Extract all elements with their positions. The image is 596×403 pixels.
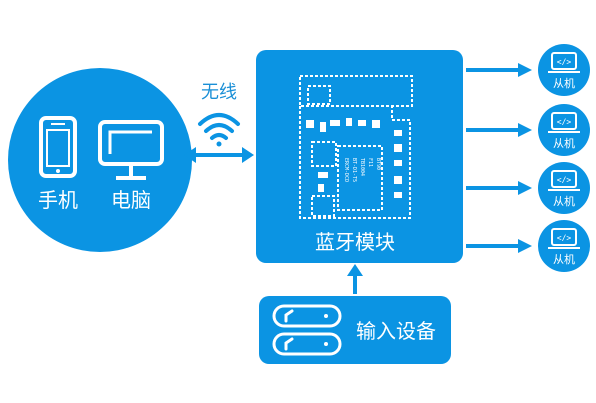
slave-arrow-head bbox=[518, 181, 532, 195]
slave-node: </> 从机 bbox=[466, 162, 590, 214]
chip-text-5: BT90 bbox=[375, 158, 381, 170]
code-laptop-icon: </> bbox=[548, 52, 580, 73]
slave-arrow-head bbox=[518, 63, 532, 77]
input-arrow-head bbox=[347, 264, 363, 276]
chip-text-1: ERCM-DCD bbox=[343, 158, 349, 182]
bidirectional-arrow bbox=[184, 147, 254, 163]
code-laptop-icon: </> bbox=[548, 170, 580, 191]
slave-label: 从机 bbox=[553, 194, 575, 208]
svg-text:</>: </> bbox=[557, 176, 572, 185]
slave-arrow-head bbox=[518, 123, 532, 137]
slave-node: </> 从机 bbox=[466, 44, 590, 96]
wifi-icon bbox=[198, 113, 240, 147]
phone-label: 手机 bbox=[38, 188, 78, 212]
pcb-components bbox=[306, 118, 402, 198]
input-device: 输入设备 bbox=[259, 264, 451, 364]
computer-label: 电脑 bbox=[111, 188, 151, 212]
slave-label: 从机 bbox=[553, 252, 575, 266]
code-laptop-icon: </> bbox=[548, 228, 580, 249]
phone-icon bbox=[39, 116, 77, 178]
slave-node: </> 从机 bbox=[466, 104, 590, 156]
svg-text:</>: </> bbox=[557, 234, 572, 243]
slave-label: 从机 bbox=[553, 136, 575, 150]
input-box bbox=[259, 296, 451, 364]
pcb-board-icon bbox=[299, 75, 413, 219]
chip-text-3: TB1004 bbox=[359, 158, 365, 176]
module-label: 蓝牙模块 bbox=[315, 230, 395, 254]
bluetooth-module: ERCM-DCD BT-D1-T5 TB1004 F11 BT90 蓝牙模块 bbox=[256, 50, 463, 263]
slave-group: </> 从机 </> 从机 </> 从机 </> 从机 bbox=[466, 44, 590, 272]
wireless-label: 无线 bbox=[201, 82, 237, 103]
slave-label: 从机 bbox=[553, 76, 575, 90]
wireless-link: 无线 bbox=[184, 82, 254, 163]
computer-monitor-icon bbox=[98, 120, 164, 180]
slave-arrow-head bbox=[518, 239, 532, 253]
input-label: 输入设备 bbox=[356, 319, 436, 343]
code-laptop-icon: </> bbox=[548, 112, 580, 133]
chip-text-4: F11 bbox=[367, 158, 373, 167]
device-group: 手机 电脑 bbox=[8, 68, 192, 252]
slave-node: </> 从机 bbox=[466, 220, 590, 272]
svg-text:</>: </> bbox=[557, 58, 572, 67]
chip-markings: ERCM-DCD BT-D1-T5 TB1004 F11 BT90 bbox=[343, 158, 381, 182]
svg-text:</>: </> bbox=[557, 118, 572, 127]
input-device-icon bbox=[272, 304, 342, 356]
chip-text-2: BT-D1-T5 bbox=[351, 158, 357, 182]
